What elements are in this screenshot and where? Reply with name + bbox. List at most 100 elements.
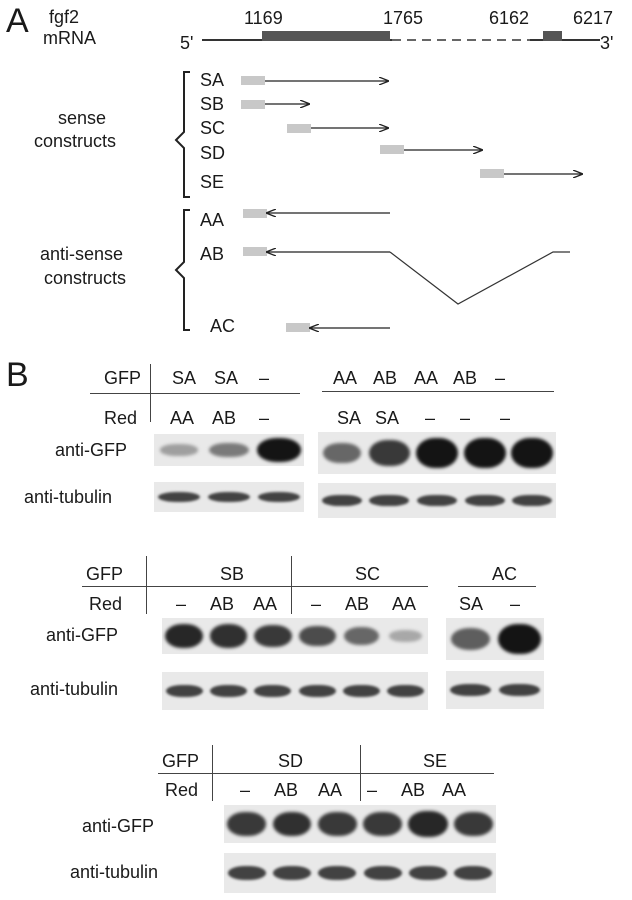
gfp-band (227, 812, 266, 836)
tubulin-band (512, 494, 553, 507)
lane-label: – (495, 368, 506, 388)
tubulin-band (227, 866, 266, 880)
gfp-band (463, 437, 506, 469)
row-label-anti-gfp: anti-GFP (46, 625, 119, 645)
blot-anti-tubulin (154, 482, 304, 512)
row-label-anti-tubulin: anti-tubulin (24, 487, 113, 507)
lane-label: AB (212, 408, 237, 428)
tag-box (287, 124, 311, 133)
row-label-red: Red (104, 408, 138, 428)
row-label-anti-tubulin: anti-tubulin (30, 679, 119, 699)
tubulin-band (464, 494, 505, 507)
row-label-red: Red (165, 780, 199, 800)
blot-anti-gfp (162, 618, 428, 654)
lane-label: AA (442, 780, 467, 800)
lane-label: AA (318, 780, 343, 800)
row-label-anti-tubulin: anti-tubulin (70, 862, 159, 882)
header-divider (158, 773, 494, 774)
lane-label: AB (401, 780, 426, 800)
gfp-band (257, 438, 301, 462)
construct-label: SE (200, 172, 225, 192)
lane-label: AA (392, 594, 417, 614)
tag-box (243, 247, 267, 256)
sense-group-label: constructs (34, 131, 117, 151)
position-label: 6217 (573, 8, 614, 28)
row-label-anti-gfp: anti-GFP (55, 440, 128, 460)
lane-label: – (500, 408, 511, 428)
lane-label: AB (210, 594, 235, 614)
lane-label: AB (453, 368, 478, 388)
gfp-band (165, 623, 204, 649)
tubulin-band (342, 684, 381, 698)
blot-anti-tubulin (224, 853, 496, 893)
row-label-anti-gfp: anti-GFP (82, 816, 155, 836)
construct-label: SB (200, 94, 225, 114)
blot-anti-gfp (154, 434, 304, 466)
group-label: SC (355, 564, 381, 584)
lane-label: – (510, 594, 521, 614)
construct-label: AC (210, 316, 236, 336)
blot-anti-gfp (446, 618, 544, 660)
lane-label: – (240, 780, 251, 800)
tubulin-band (387, 684, 425, 698)
group-label: AC (492, 564, 518, 584)
lane-label: SA (214, 368, 239, 388)
antisense-group-label: constructs (44, 268, 127, 288)
construct-label: SA (200, 70, 225, 90)
panel-a-label: A (6, 2, 29, 40)
lane-label: – (259, 408, 270, 428)
gene-name: fgf2 (49, 7, 80, 27)
lane-label: AA (253, 594, 278, 614)
tubulin-band (408, 866, 448, 880)
tubulin-band (158, 491, 200, 503)
gfp-band (450, 628, 491, 650)
tag-box (243, 209, 267, 218)
gfp-band (209, 624, 248, 648)
group-label: SB (220, 564, 245, 584)
three-prime-label: 3' (600, 33, 614, 53)
header-divider (458, 586, 536, 587)
antisense-bracket (174, 209, 190, 331)
tubulin-band (318, 866, 357, 880)
molecule-type: mRNA (43, 28, 96, 48)
header-divider (82, 586, 428, 587)
lane-label: AA (414, 368, 439, 388)
exon-box (543, 31, 562, 41)
blot-anti-tubulin (318, 483, 556, 518)
gfp-band (209, 442, 249, 458)
splice-line (389, 251, 570, 305)
lane-label: – (460, 408, 471, 428)
tubulin-band (209, 684, 248, 698)
blot-anti-gfp (318, 432, 556, 474)
lane-label: AA (170, 408, 195, 428)
gfp-band (511, 437, 554, 469)
gfp-band (322, 442, 362, 464)
tubulin-band (208, 491, 250, 503)
gfp-band (318, 812, 357, 836)
tubulin-band (449, 683, 492, 697)
antisense-group-label: anti-sense (40, 244, 124, 264)
lane-label: AB (345, 594, 370, 614)
row-label-gfp: GFP (104, 368, 142, 388)
tag-box (480, 169, 504, 178)
gfp-band (160, 444, 198, 456)
tubulin-band (298, 684, 336, 698)
blot-anti-gfp (224, 805, 496, 843)
exon-box (262, 31, 390, 41)
header-divider (322, 391, 554, 392)
header-divider (146, 556, 147, 614)
tubulin-band (363, 866, 402, 880)
tag-box (241, 100, 265, 109)
lane-label: AB (274, 780, 299, 800)
lane-label: – (425, 408, 436, 428)
construct-label: SC (200, 118, 226, 138)
lane-label: SA (337, 408, 362, 428)
tubulin-band (417, 494, 457, 507)
header-divider (90, 393, 300, 394)
position-label: 1169 (244, 8, 283, 28)
lane-label: – (259, 368, 270, 388)
lane-label: – (176, 594, 187, 614)
blot-anti-tubulin (446, 671, 544, 709)
construct-label: AA (200, 210, 225, 230)
tubulin-band (258, 491, 300, 503)
